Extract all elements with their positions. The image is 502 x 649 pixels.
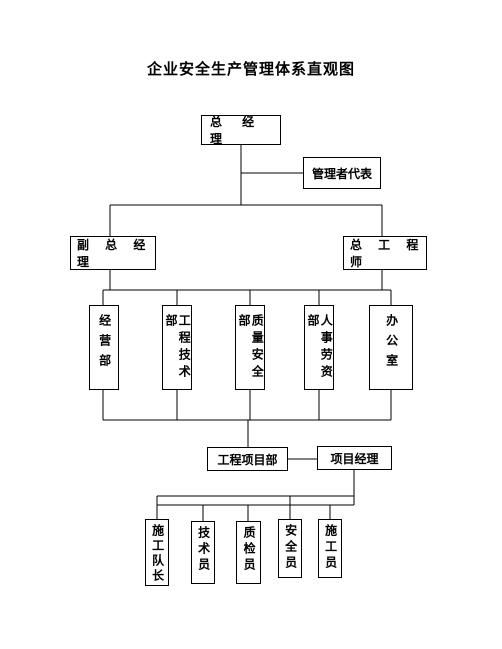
node-quality-inspector: 质检员 xyxy=(236,521,261,584)
node-general-manager: 总 经 理 xyxy=(201,115,281,146)
node-chief-engineer: 总 工 程 师 xyxy=(343,236,427,270)
node-label: 安全员 xyxy=(283,524,298,572)
node-management-representative: 管理者代表 xyxy=(303,157,381,189)
node-construction-worker: 施工员 xyxy=(318,519,342,578)
node-dept-engineering-tech: 工程技术部 xyxy=(162,305,192,390)
node-label: 副 总 经 理 xyxy=(77,238,152,269)
node-project-department: 工程项目部 xyxy=(207,447,288,471)
node-label: 工程技术部 xyxy=(164,314,192,382)
node-construction-team-leader: 施工队长 xyxy=(145,519,169,586)
node-label: 管理者代表 xyxy=(311,166,372,181)
node-label: 施工队长 xyxy=(150,524,165,584)
node-label: 总 工 程 师 xyxy=(350,238,425,269)
node-label: 质检员 xyxy=(242,526,257,574)
page-title: 企业安全生产管理体系直观图 xyxy=(146,60,355,78)
node-label: 办公室 xyxy=(384,314,399,374)
node-label: 施工员 xyxy=(323,524,338,572)
node-label: 总 经 理 xyxy=(210,115,263,146)
node-technician: 技术员 xyxy=(191,521,215,584)
node-project-manager: 项目经理 xyxy=(317,446,392,470)
node-label: 经营部 xyxy=(97,314,112,374)
node-safety-officer: 安全员 xyxy=(278,519,302,578)
node-label: 人事劳资部 xyxy=(306,314,334,382)
node-dept-quality-safety: 质量安全部 xyxy=(235,305,265,390)
node-dept-hr: 人事劳资部 xyxy=(304,305,334,390)
node-deputy-general-manager: 副 总 经 理 xyxy=(70,236,156,270)
node-label: 技术员 xyxy=(196,526,211,574)
node-dept-office: 办公室 xyxy=(369,305,413,390)
node-label: 项目经理 xyxy=(330,451,379,466)
node-dept-business: 经营部 xyxy=(89,305,119,390)
node-label: 工程项目部 xyxy=(217,452,278,467)
node-label: 质量安全部 xyxy=(237,314,265,382)
